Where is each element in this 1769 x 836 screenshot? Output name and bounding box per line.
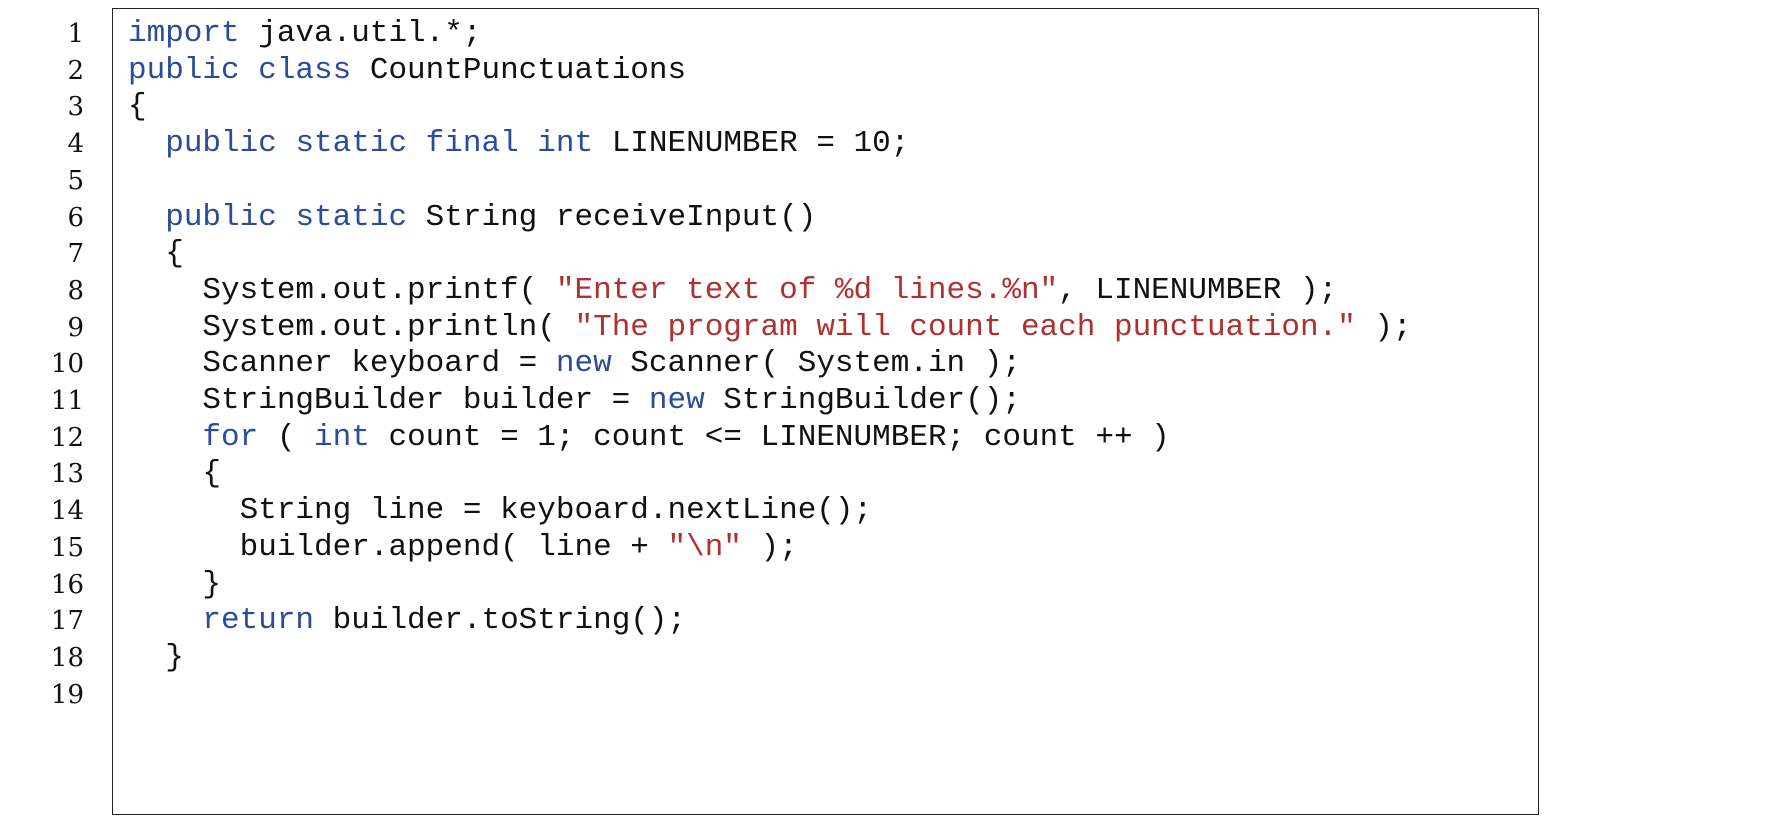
code-token: Scanner keyboard =	[128, 346, 556, 382]
line-number: 7	[67, 239, 84, 270]
code-token: , LINENUMBER );	[1058, 272, 1338, 308]
code-token: }	[128, 639, 184, 675]
code-line: import java.util.*;	[128, 16, 481, 51]
line-number: 10	[50, 349, 84, 380]
code-token: );	[1355, 309, 1412, 345]
code-token	[128, 603, 202, 638]
keyword-token: public static	[165, 199, 408, 235]
code-token: );	[741, 529, 798, 565]
code-token: builder.toString();	[314, 603, 687, 639]
keyword-token: new	[648, 383, 705, 418]
code-token: LINENUMBER = 10;	[593, 126, 910, 162]
code-token	[128, 126, 165, 161]
code-line: StringBuilder builder = new StringBuilde…	[128, 383, 1021, 418]
line-number: 1	[67, 19, 84, 49]
code-line: }	[128, 567, 221, 602]
line-number: 16	[50, 569, 84, 600]
line-number: 14	[50, 496, 84, 527]
code-line: public class CountPunctuations	[128, 53, 686, 88]
line-number: 18	[50, 642, 84, 673]
line-number: 2	[67, 55, 84, 86]
code-line: {	[128, 236, 184, 271]
code-token: CountPunctuations	[351, 52, 687, 88]
code-token	[128, 200, 165, 235]
keyword-token: for	[202, 419, 259, 455]
code-token: Scanner( System.in );	[611, 346, 1021, 382]
code-token: (	[258, 419, 315, 455]
keyword-token: public static final int	[165, 126, 594, 162]
code-line: builder.append( line + "\n" );	[128, 530, 798, 565]
code-token: }	[128, 566, 222, 602]
keyword-token: import	[128, 16, 240, 51]
line-number: 8	[67, 275, 84, 306]
keyword-token: public class	[128, 52, 352, 88]
keyword-token: new	[555, 346, 612, 382]
code-line: {	[128, 89, 147, 124]
code-line: String line = keyboard.nextLine();	[128, 493, 873, 529]
code-token: String line = keyboard.nextLine();	[128, 493, 873, 529]
code-token: StringBuilder();	[704, 383, 1021, 418]
line-number: 11	[50, 386, 84, 416]
code-token	[128, 420, 202, 455]
code-line: Scanner keyboard = new Scanner( System.i…	[128, 346, 1021, 381]
line-number: 3	[67, 92, 84, 123]
code-token: {	[128, 236, 184, 272]
code-line: return builder.toString();	[128, 603, 686, 638]
line-number: 12	[50, 422, 84, 453]
code-line: System.out.println( "The program will co…	[128, 309, 1412, 345]
line-number: 9	[67, 312, 84, 343]
line-number: 5	[67, 165, 84, 196]
code-line: }	[128, 640, 184, 675]
code-token: {	[128, 89, 147, 125]
line-number: 6	[67, 202, 84, 233]
code-token: System.out.println(	[128, 309, 575, 345]
code-token: String receiveInput()	[407, 199, 817, 235]
line-number: 4	[67, 129, 84, 160]
code-line: for ( int count = 1; count <= LINENUMBER…	[128, 419, 1170, 455]
code-line: public static String receiveInput()	[128, 200, 816, 235]
code-token: count = 1; count <= LINENUMBER; count ++…	[369, 419, 1170, 455]
string-token: "Enter text of %d lines.%n"	[555, 272, 1059, 308]
line-number: 17	[50, 606, 84, 637]
code-listing-frame	[112, 8, 1539, 815]
string-token: "The program will count each punctuation…	[574, 309, 1356, 345]
code-token: StringBuilder builder =	[128, 383, 649, 418]
code-token: System.out.printf(	[128, 272, 556, 308]
code-line: public static final int LINENUMBER = 10;	[128, 126, 909, 161]
code-line: {	[128, 456, 221, 491]
code-token: builder.append( line +	[128, 529, 668, 565]
code-token: java.util.*;	[239, 16, 482, 51]
line-number: 19	[50, 679, 84, 710]
line-number: 15	[50, 532, 84, 563]
code-line: System.out.printf( "Enter text of %d lin…	[128, 273, 1337, 308]
keyword-token: return	[202, 603, 315, 639]
keyword-token: int	[314, 419, 370, 455]
line-number: 13	[50, 459, 84, 490]
string-token: "\n"	[667, 529, 742, 565]
code-token: {	[128, 456, 222, 492]
